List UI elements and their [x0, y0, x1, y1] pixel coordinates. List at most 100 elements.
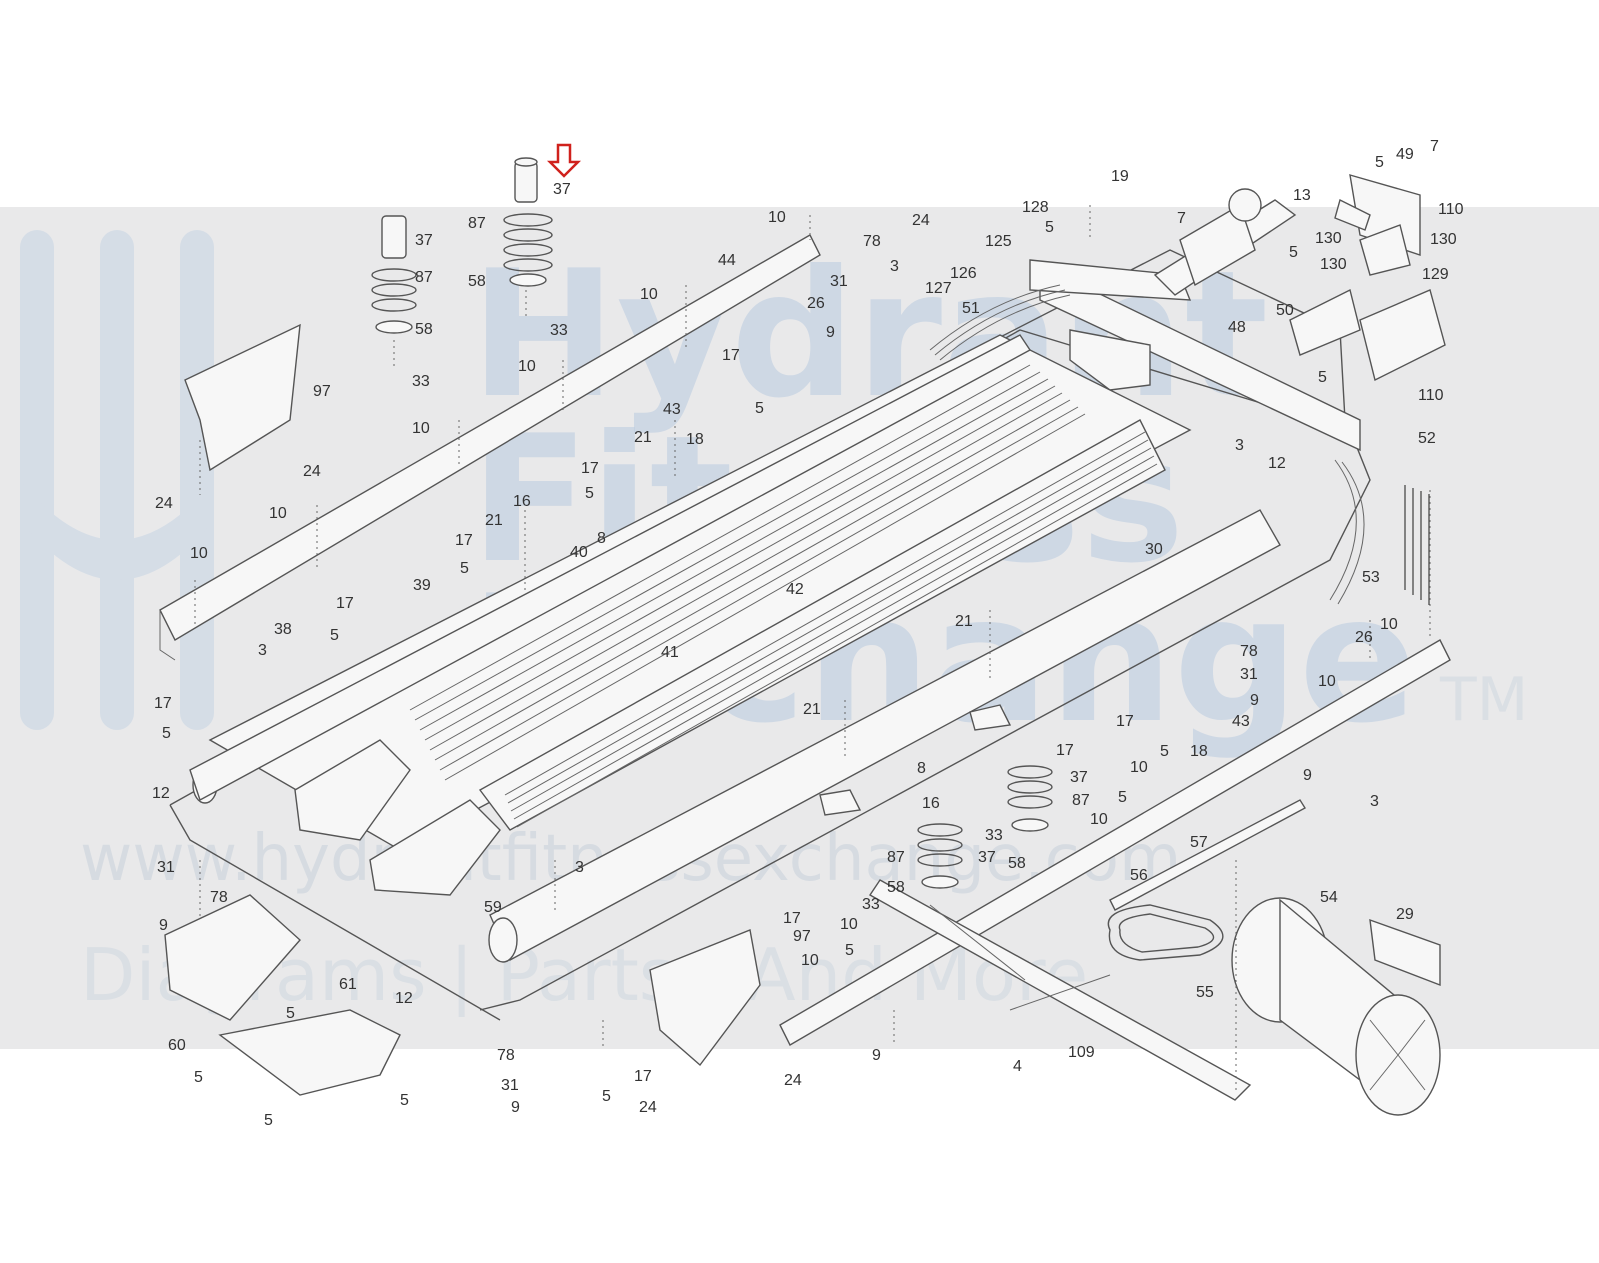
part-label-87: 87 [1072, 792, 1090, 809]
part-label-21: 21 [485, 512, 503, 529]
part-label-5: 5 [602, 1088, 611, 1105]
part-label-97: 97 [793, 928, 811, 945]
part-label-24: 24 [303, 463, 321, 480]
part-label-43: 43 [663, 401, 681, 418]
part-label-5: 5 [1045, 219, 1054, 236]
part-label-17: 17 [634, 1068, 652, 1085]
part-label-60: 60 [168, 1037, 186, 1054]
part-label-54: 54 [1320, 889, 1338, 906]
part-label-78: 78 [1240, 643, 1258, 660]
part-label-87: 87 [415, 269, 433, 286]
part-label-5: 5 [162, 725, 171, 742]
part-label-10: 10 [269, 505, 287, 522]
part-label-53: 53 [1362, 569, 1380, 586]
part-label-126: 126 [950, 265, 977, 282]
part-label-21: 21 [955, 613, 973, 630]
part-label-33: 33 [412, 373, 430, 390]
part-label-31: 31 [157, 859, 175, 876]
part-label-17: 17 [783, 910, 801, 927]
part-label-5: 5 [755, 400, 764, 417]
part-label-128: 128 [1022, 199, 1049, 216]
part-label-130: 130 [1430, 231, 1457, 248]
part-label-130: 130 [1320, 256, 1347, 273]
part-label-110: 110 [1418, 387, 1444, 404]
part-label-31: 31 [830, 273, 848, 290]
part-label-57: 57 [1190, 834, 1208, 851]
part-label-13: 13 [1293, 187, 1311, 204]
part-label-24: 24 [912, 212, 930, 229]
part-label-3: 3 [1370, 793, 1379, 810]
shrouds [164, 323, 1012, 1096]
part-label-12: 12 [395, 990, 413, 1007]
part-label-44: 44 [718, 252, 736, 269]
part-label-5: 5 [264, 1112, 273, 1129]
part-label-9: 9 [872, 1047, 881, 1064]
part-label-3: 3 [890, 258, 899, 275]
part-label-56: 56 [1130, 867, 1148, 884]
part-label-10: 10 [840, 916, 858, 933]
part-label-9: 9 [826, 324, 835, 341]
part-label-10: 10 [1130, 759, 1148, 776]
part-label-5: 5 [1289, 244, 1298, 261]
part-label-37: 37 [1070, 769, 1088, 786]
part-label-26: 26 [1355, 629, 1373, 646]
part-label-110: 110 [1438, 201, 1464, 218]
part-label-61: 61 [339, 976, 357, 993]
part-label-10: 10 [1380, 616, 1398, 633]
spring-stacks [371, 157, 1053, 889]
part-label-5: 5 [845, 942, 854, 959]
part-label-17: 17 [154, 695, 172, 712]
part-label-10: 10 [412, 420, 430, 437]
part-label-33: 33 [985, 827, 1003, 844]
part-label-16: 16 [922, 795, 940, 812]
part-label-48: 48 [1228, 319, 1246, 336]
part-label-5: 5 [1118, 789, 1127, 806]
part-label-127: 127 [925, 280, 952, 297]
part-label-33: 33 [550, 322, 568, 339]
part-label-9: 9 [1303, 767, 1312, 784]
assembly-lines [194, 205, 1431, 1090]
part-label-78: 78 [863, 233, 881, 250]
deck [208, 334, 1451, 1101]
rollers [189, 334, 1281, 963]
part-label-21: 21 [803, 701, 821, 718]
part-label-87: 87 [887, 849, 905, 866]
part-label-5: 5 [400, 1092, 409, 1109]
part-label-9: 9 [159, 917, 168, 934]
part-label-51: 51 [962, 300, 980, 317]
part-label-58: 58 [887, 879, 905, 896]
part-label-10: 10 [1090, 811, 1108, 828]
part-label-87: 87 [468, 215, 486, 232]
part-label-3: 3 [1235, 437, 1244, 454]
part-label-39: 39 [413, 577, 431, 594]
part-label-18: 18 [1190, 743, 1208, 760]
part-label-129: 129 [1422, 266, 1449, 283]
part-label-26: 26 [807, 295, 825, 312]
part-label-58: 58 [415, 321, 433, 338]
part-label-10: 10 [640, 286, 658, 303]
part-label-10: 10 [1318, 673, 1336, 690]
part-label-40: 40 [570, 544, 588, 561]
part-label-10: 10 [801, 952, 819, 969]
part-label-5: 5 [1375, 154, 1384, 171]
part-label-41: 41 [661, 644, 679, 661]
bolts-53 [1404, 485, 1430, 605]
part-label-4: 4 [1013, 1058, 1022, 1075]
part-label-24: 24 [155, 495, 173, 512]
part-label-7: 7 [1177, 210, 1186, 227]
part-label-17: 17 [581, 460, 599, 477]
part-label-17: 17 [336, 595, 354, 612]
part-label-52: 52 [1418, 430, 1436, 447]
part-label-9: 9 [1250, 692, 1259, 709]
part-label-19: 19 [1111, 168, 1129, 185]
part-label-16: 16 [513, 493, 531, 510]
part-label-24: 24 [639, 1099, 657, 1116]
part-label-37: 37 [553, 181, 571, 198]
part-label-12: 12 [152, 785, 170, 802]
part-label-5: 5 [194, 1069, 203, 1086]
part-label-5: 5 [330, 627, 339, 644]
part-label-8: 8 [597, 530, 606, 547]
part-label-42: 42 [786, 581, 804, 598]
part-label-31: 31 [1240, 666, 1258, 683]
